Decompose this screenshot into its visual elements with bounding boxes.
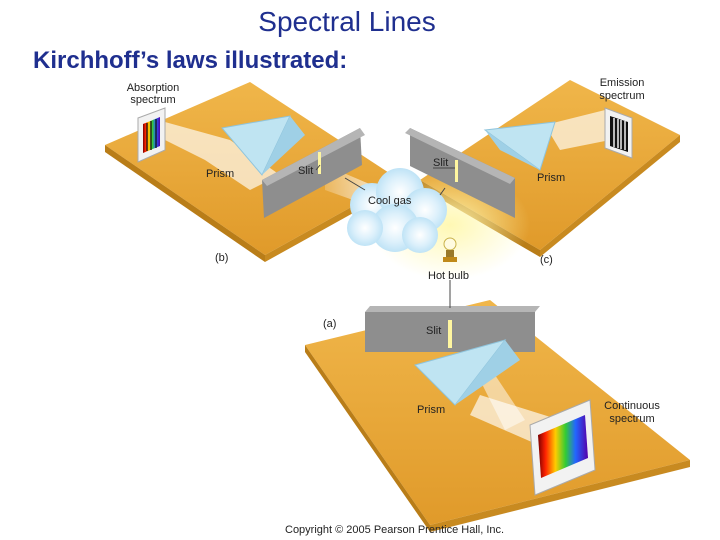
label-absorption-1: Absorption — [127, 82, 180, 94]
bulb-base — [446, 250, 454, 257]
screen-emission — [604, 107, 633, 159]
label-emission-2: spectrum — [599, 90, 644, 102]
beam-b — [165, 122, 280, 190]
label-panel-b: (b) — [215, 252, 228, 264]
slit-board-a — [365, 306, 540, 352]
label-hot-bulb: Hot bulb — [428, 270, 469, 282]
label-prism-b: Prism — [206, 168, 234, 180]
prism-c-side — [485, 130, 540, 170]
slit-a — [448, 320, 452, 348]
table-b-edge-left — [105, 145, 265, 262]
slit-board-b — [262, 128, 365, 218]
slit-board-c-face — [410, 128, 515, 218]
slit-c — [455, 160, 458, 182]
label-slit-c: Slit — [433, 157, 448, 169]
screen-continuous — [529, 399, 596, 496]
label-cool-gas: Cool gas — [368, 195, 412, 207]
leader-cool-gas — [344, 177, 366, 191]
cool-gas-cloud — [347, 168, 447, 253]
page-title-text: Spectral Lines — [258, 6, 436, 37]
label-panel-a: (a) — [323, 318, 336, 330]
slit-board-b-top — [262, 128, 365, 186]
label-emission-1: Emission — [600, 77, 645, 89]
label-continuous-1: Continuous — [604, 400, 660, 412]
prism-a — [414, 339, 520, 406]
label-continuous-2: spectrum — [609, 413, 654, 425]
page-subtitle: Kirchhoff’s laws illustrated: — [33, 47, 348, 74]
prism-a-side — [455, 340, 520, 405]
slit-b — [318, 152, 321, 174]
prism-b-side — [262, 116, 305, 175]
copyright-notice: Copyright © 2005 Pearson Prentice Hall, … — [285, 524, 505, 536]
prism-b — [221, 115, 305, 176]
label-prism-a: Prism — [417, 404, 445, 416]
prism-c — [483, 121, 556, 171]
hot-bulb — [443, 237, 457, 262]
label-absorption-2: spectrum — [130, 94, 175, 106]
slit-board-c-top — [405, 128, 515, 184]
slit-board-b-face — [262, 128, 362, 218]
page-title: Spectral Lines — [0, 6, 720, 38]
table-c-edge-right — [540, 135, 680, 257]
label-prism-c: Prism — [537, 172, 565, 184]
slit-board-a-top — [365, 306, 540, 312]
slit-board-c — [405, 128, 515, 218]
label-slit-b: Slit — [298, 165, 313, 177]
beam-c — [545, 110, 610, 150]
leader-slit-b — [315, 164, 321, 171]
continuous-spectrum-colors — [538, 415, 588, 478]
label-slit-a: Slit — [426, 325, 441, 337]
bulb-glass — [443, 237, 457, 251]
bulb-stand — [443, 257, 457, 262]
table-a-edge-left — [305, 345, 430, 532]
screen-absorption — [137, 107, 166, 163]
label-panel-c: (c) — [540, 254, 553, 266]
table-a-edge-right — [430, 460, 690, 532]
